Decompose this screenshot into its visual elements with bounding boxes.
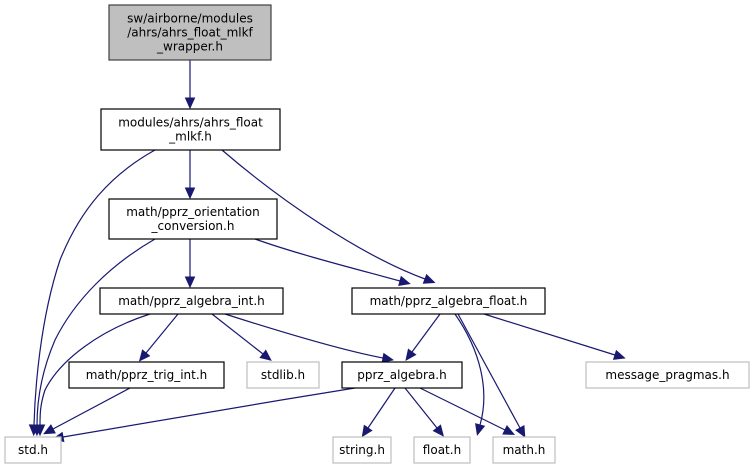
node-box [413, 436, 471, 464]
node-box [4, 436, 62, 464]
edge-alg_int-to-std [34, 313, 151, 437]
arrowhead-icon [515, 425, 526, 438]
edge-mlkf-to-orient [184, 150, 196, 200]
arrowhead-icon [43, 424, 56, 435]
arrowhead-icon [361, 424, 373, 438]
node-label: sw/airborne/modules [127, 12, 253, 26]
edge-alg_float-to-math [457, 313, 526, 438]
node-label: modules/ahrs/ahrs_float [118, 116, 263, 130]
node-label: math/pprz_orientation [126, 205, 260, 219]
node-trig-int[interactable]: math/pprz_trig_int.h [68, 361, 225, 389]
edge-orient-to-std [31, 238, 156, 437]
arrowhead-icon [34, 424, 46, 437]
node-float: float.h [413, 436, 471, 464]
edges-layer [28, 60, 626, 443]
node-pprz-alg[interactable]: pprz_algebra.h [341, 361, 463, 389]
node-label: std.h [18, 443, 48, 457]
edge-line [52, 387, 131, 430]
node-msg-pragmas: message_pragmas.h [585, 361, 750, 389]
edge-line [33, 149, 156, 426]
edge-line [39, 313, 151, 426]
arrowhead-icon [405, 348, 417, 362]
edge-line [224, 313, 384, 359]
arrowhead-icon [432, 424, 445, 437]
node-box [332, 436, 392, 464]
node-label: /ahrs/ahrs_float_mlkf [127, 26, 253, 40]
edge-root-to-mlkf [184, 60, 196, 110]
edge-line [404, 387, 438, 429]
node-alg-int[interactable]: math/pprz_algebra_int.h [99, 287, 284, 315]
edge-line [221, 149, 426, 280]
node-label: _conversion.h [151, 219, 235, 233]
edge-line [254, 238, 401, 282]
node-math: math.h [492, 436, 556, 464]
node-string: string.h [332, 436, 392, 464]
node-label: math/pprz_trig_int.h [86, 368, 208, 382]
edge-line [211, 313, 264, 355]
edge-mlkf-to-alg_float [221, 149, 436, 284]
edge-alg_float-to-pprz_alg [405, 313, 441, 362]
edge-line [457, 313, 521, 429]
edge-line [36, 238, 156, 426]
node-std: std.h [4, 436, 62, 464]
edge-trig_int-to-std [43, 387, 131, 435]
node-mlkf[interactable]: modules/ahrs/ahrs_float_mlkf.h [100, 108, 281, 151]
node-label: pprz_algebra.h [357, 368, 446, 382]
arrowhead-icon [259, 349, 272, 361]
node-alg-float[interactable]: math/pprz_algebra_float.h [351, 287, 546, 315]
node-label: message_pragmas.h [605, 368, 729, 382]
edge-alg_float-to-msg_pragmas [483, 313, 626, 360]
node-label: string.h [339, 443, 385, 457]
node-box [492, 436, 556, 464]
node-label: _mlkf.h [168, 130, 212, 144]
edge-alg_float-to-float [454, 313, 486, 436]
arrowhead-icon [184, 276, 196, 289]
node-box [100, 108, 281, 151]
arrowhead-icon [381, 352, 395, 364]
edge-orient-to-alg_float [254, 238, 411, 286]
node-box [108, 198, 278, 240]
arrowhead-icon [138, 349, 151, 362]
arrowhead-icon [398, 275, 411, 286]
arrowhead-icon [502, 425, 516, 435]
node-label: math.h [503, 443, 546, 457]
arrowhead-icon [184, 97, 196, 110]
edge-line [411, 313, 441, 353]
node-root[interactable]: sw/airborne/modules/ahrs/ahrs_float_mlkf… [108, 4, 272, 61]
node-box [341, 361, 463, 389]
arrowhead-icon [422, 273, 436, 284]
edge-line [419, 387, 506, 431]
node-box [99, 287, 284, 315]
node-box [246, 361, 320, 389]
node-label: stdlib.h [261, 368, 305, 382]
node-stdlib: stdlib.h [246, 361, 320, 389]
node-box [68, 361, 225, 389]
node-box [351, 287, 546, 315]
arrowhead-icon [475, 423, 486, 436]
edge-pprz_alg-to-math [419, 387, 516, 435]
edge-line [367, 387, 396, 429]
edge-alg_int-to-pprz_alg [224, 313, 395, 364]
edge-line [145, 313, 179, 354]
edge-line [483, 313, 616, 356]
edge-orient-to-alg_int [184, 239, 196, 289]
node-box [585, 361, 750, 389]
edge-line [62, 387, 356, 438]
edge-pprz_alg-to-string [361, 387, 396, 438]
arrowhead-icon [612, 349, 626, 360]
node-label: math/pprz_algebra_float.h [370, 294, 528, 308]
edge-pprz_alg-to-float [404, 387, 445, 437]
node-label: math/pprz_algebra_int.h [118, 294, 265, 308]
node-label: float.h [423, 443, 461, 457]
edge-alg_int-to-trig_int [138, 313, 179, 362]
nodes-layer: sw/airborne/modules/ahrs/ahrs_float_mlkf… [4, 4, 750, 464]
edge-pprz_alg-to-std [51, 387, 356, 443]
edge-alg_int-to-stdlib [211, 313, 272, 361]
node-label: _wrapper.h [156, 40, 223, 54]
edge-line [454, 313, 485, 426]
arrowhead-icon [184, 187, 196, 200]
node-orient[interactable]: math/pprz_orientation_conversion.h [108, 198, 278, 240]
node-box [108, 4, 272, 61]
